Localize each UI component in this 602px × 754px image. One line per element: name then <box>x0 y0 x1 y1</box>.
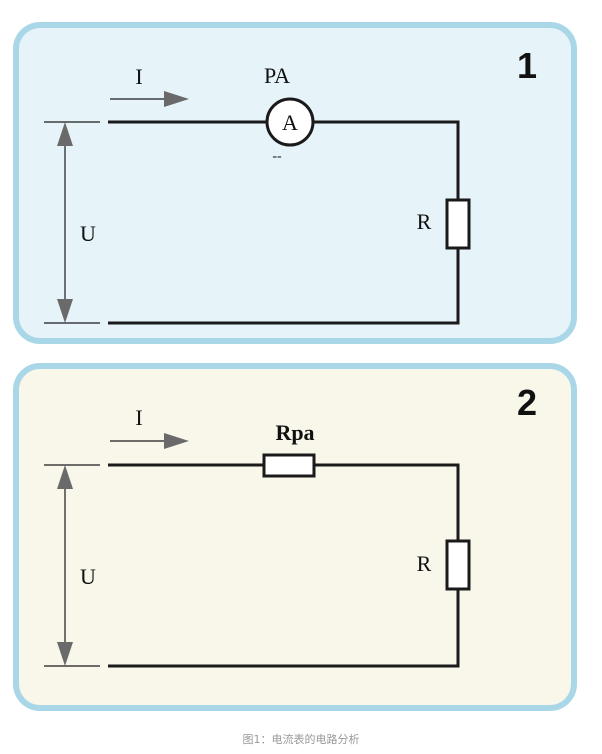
panel-2-background <box>16 366 574 708</box>
panel-2-current-label: I <box>135 405 142 430</box>
panel-2-border <box>13 363 577 711</box>
panel-1-voltage-arrow-head-up <box>57 122 73 146</box>
panel-2-resistor-label: R <box>417 551 432 576</box>
panel-2-voltage-arrow-head-up <box>57 465 73 489</box>
panel-2-voltage-arrow-head-down <box>57 642 73 666</box>
panel-2-load-resistor <box>445 539 471 591</box>
ammeter-internal-resistor <box>262 453 316 478</box>
ammeter-polarity-mark: -- <box>272 149 282 164</box>
panel-1-load-resistor <box>445 198 471 250</box>
panel-1-voltage-label: U <box>80 221 96 246</box>
ammeter-symbol <box>265 97 315 147</box>
ammeter-internal-resistor-label: Rpa <box>275 420 314 445</box>
panel-1: 1 I U A PA -- R <box>13 22 577 344</box>
panel-2: 2 I U Rpa R <box>13 363 577 711</box>
figure-caption: 图1：电流表的电路分析 <box>242 733 360 746</box>
panel-2-wire-to-resistor <box>314 463 460 541</box>
panel-1-current-label: I <box>135 64 142 89</box>
ammeter-symbol-letter: A <box>282 110 298 135</box>
panel-2-number: 2 <box>517 382 537 423</box>
panel-2-current-arrow-head <box>164 433 189 449</box>
panel-1-return-wire <box>108 248 460 325</box>
panel-1-voltage-arrow-head-down <box>57 299 73 323</box>
panel-1-background <box>16 25 574 341</box>
panel-1-number: 1 <box>517 45 537 86</box>
panel-1-resistor-label: R <box>417 209 432 234</box>
panel-1-wire-to-resistor <box>314 120 460 200</box>
panel-2-voltage-label: U <box>80 564 96 589</box>
panel-1-current-arrow-head <box>164 91 189 107</box>
ammeter-label: PA <box>264 63 290 88</box>
panel-1-border <box>13 22 577 344</box>
panel-2-return-wire <box>108 589 460 668</box>
